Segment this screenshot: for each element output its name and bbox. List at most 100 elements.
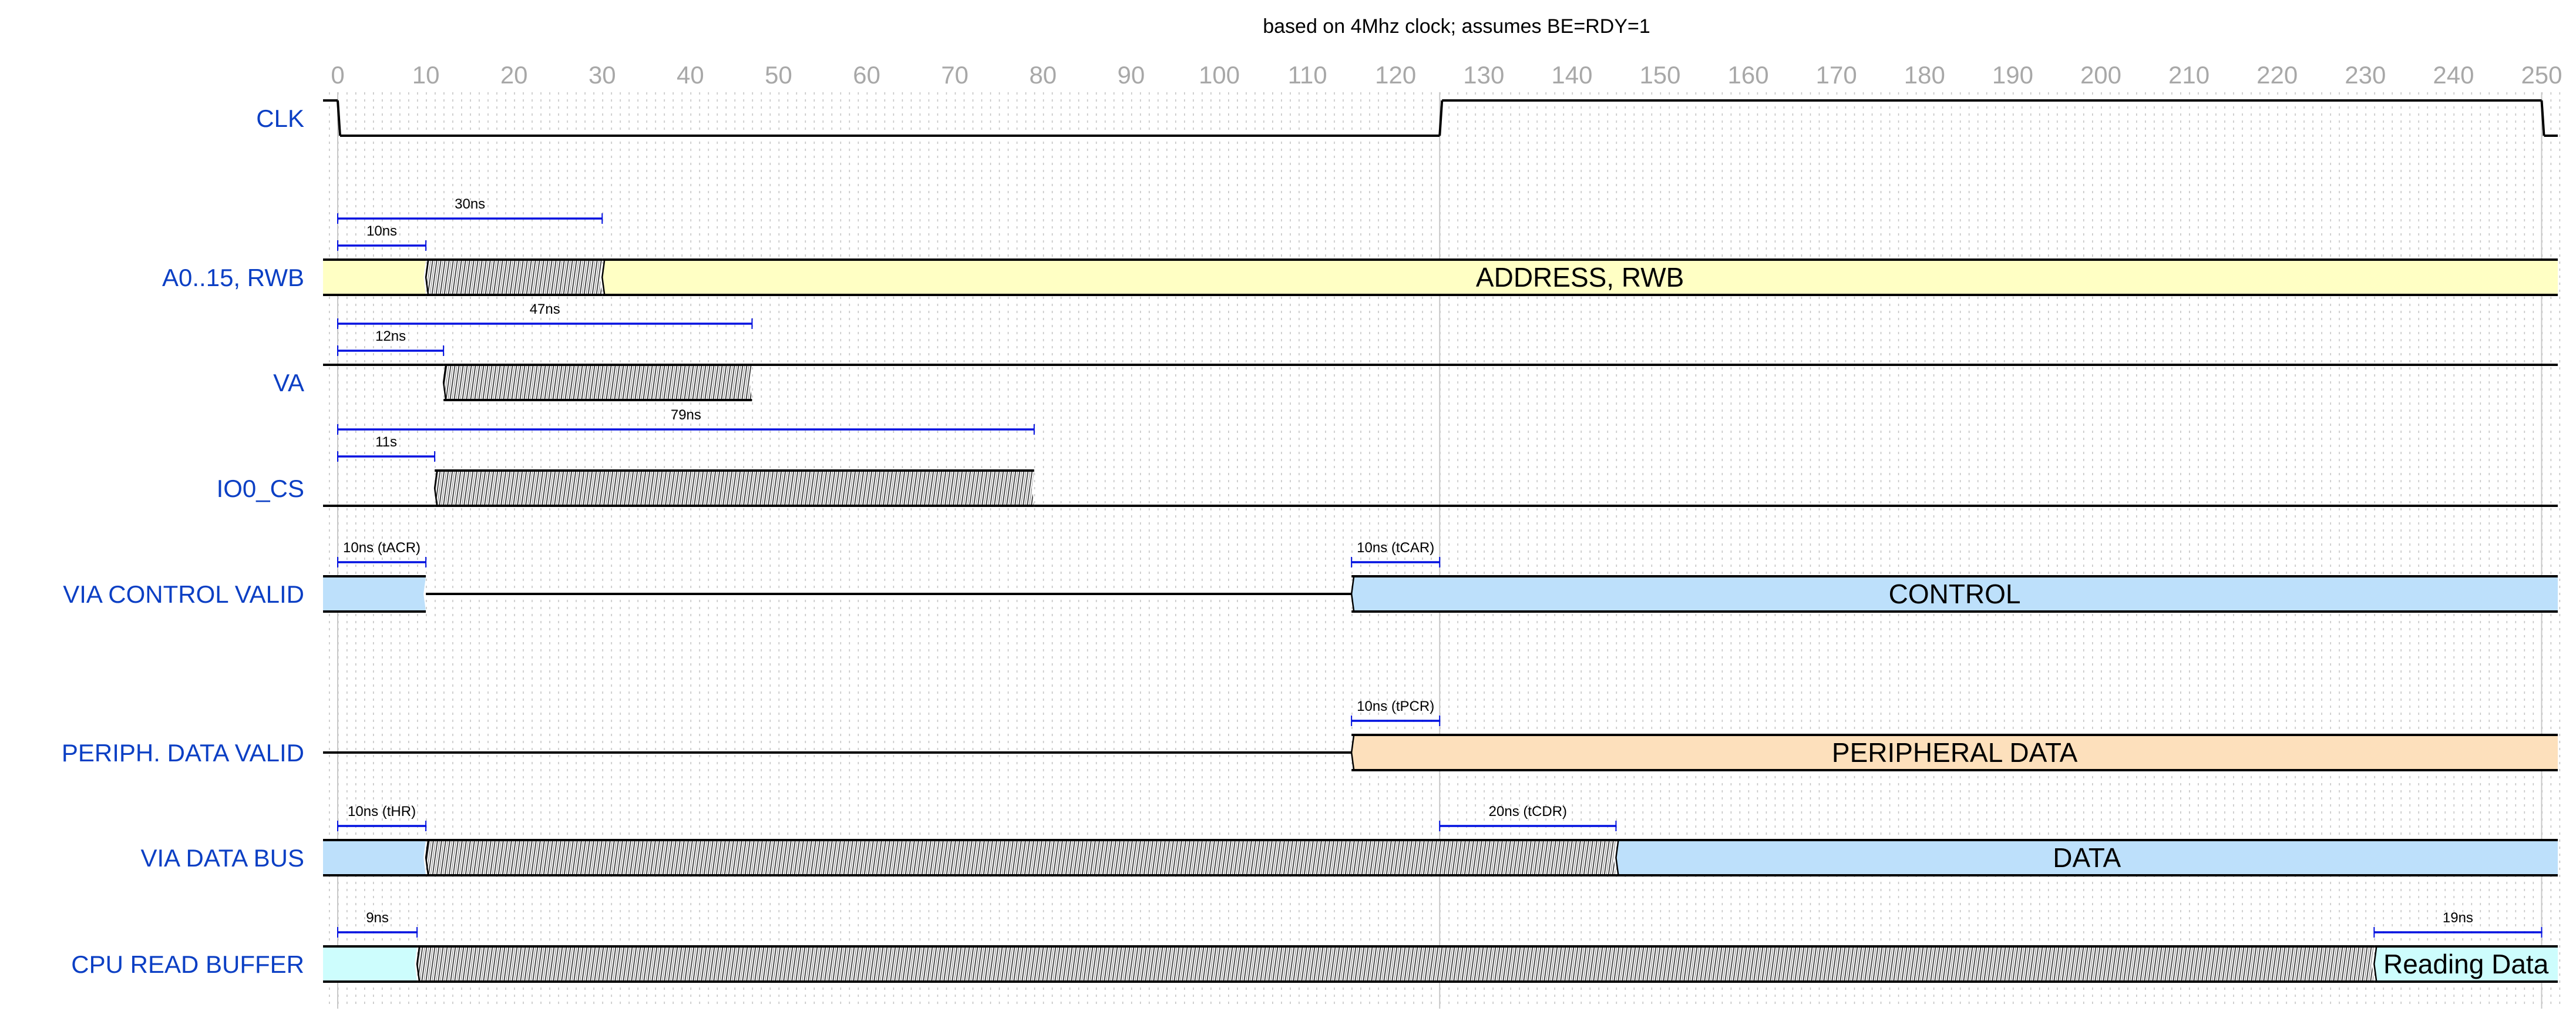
bus-label: DATA	[2053, 842, 2121, 873]
bus-segment	[1351, 576, 2558, 612]
tick-label: 50	[765, 61, 792, 89]
tick-label: 250	[2521, 61, 2562, 89]
timing-measure: 47ns	[337, 301, 753, 329]
signal-label: VA	[273, 369, 304, 397]
signal-label: VIA DATA BUS	[140, 844, 304, 872]
tick-label: 110	[1288, 61, 1327, 89]
measure-label: 10ns (tACR)	[343, 540, 421, 556]
measure-label: 79ns	[671, 407, 701, 423]
hatched-undefined-region	[417, 946, 2375, 982]
measure-label: 12ns	[375, 328, 406, 344]
tick-label: 120	[1375, 61, 1416, 89]
bus-segment	[323, 260, 426, 295]
signal-edge	[337, 100, 341, 136]
measure-label: 20ns (tCDR)	[1489, 804, 1567, 820]
signal-label: CLK	[256, 105, 304, 132]
tick-label: 70	[941, 61, 968, 89]
tick-label: 220	[2256, 61, 2298, 89]
signal-row: IO0_CS 79ns 11s	[217, 407, 2558, 507]
timing-measure: 12ns	[337, 328, 445, 356]
bus-transition-edge	[1350, 576, 1355, 612]
signal-row: CLK	[256, 99, 2558, 137]
measure-label: 10ns (tHR)	[348, 804, 416, 820]
bus-transition-edge	[425, 839, 429, 876]
tick-label: 0	[331, 61, 344, 89]
tick-label: 90	[1118, 61, 1145, 89]
timing-measure: 10ns (tPCR)	[1351, 698, 1441, 726]
tick-label: 60	[853, 61, 880, 89]
tick-label: 200	[2080, 61, 2121, 89]
bus-segment	[323, 840, 426, 875]
timing-measure: 11s	[337, 434, 436, 462]
measure-label: 11s	[375, 434, 397, 450]
tick-label: 140	[1551, 61, 1592, 89]
bus-segment	[1351, 735, 2558, 770]
bus-label: PERIPHERAL DATA	[1832, 737, 2078, 768]
signal-label: IO0_CS	[217, 475, 304, 502]
timing-measure: 10ns (tCAR)	[1351, 540, 1441, 567]
measure-label: 30ns	[455, 196, 485, 212]
measure-label: 10ns (tPCR)	[1357, 698, 1434, 714]
tick-label: 80	[1029, 61, 1057, 89]
signal-row: VIA CONTROL VALID CONTROL 10ns (tACR) 10ns …	[63, 540, 2558, 613]
tick-label: 190	[1992, 61, 2033, 89]
tick-label: 100	[1199, 61, 1240, 89]
timing-measure: 19ns	[2373, 910, 2543, 938]
measure-label: 19ns	[2443, 910, 2473, 926]
bus-transition-edge	[442, 364, 447, 401]
bus-transition-edge	[601, 259, 606, 295]
signal-label: CPU READ BUFFER	[71, 951, 304, 978]
signal-edge	[2540, 100, 2545, 136]
hatched-undefined-region	[426, 260, 603, 295]
signal-label: PERIPH. DATA VALID	[62, 739, 304, 767]
bus-label: ADDRESS, RWB	[1476, 262, 1684, 293]
tick-label: 10	[412, 61, 440, 89]
signal-label: A0..15, RWB	[162, 264, 304, 291]
x-axis-ticks: 0 10 20 30 40 50 60 70 80 90 100 110 120 130 140 150 160…	[331, 61, 2562, 89]
tick-label: 150	[1639, 61, 1680, 89]
bus-transition-edge	[1615, 839, 1619, 876]
timing-measure: 10ns (tACR)	[337, 540, 427, 567]
measure-label: 47ns	[530, 301, 560, 317]
tick-label: 160	[1728, 61, 1769, 89]
tick-label: 170	[1816, 61, 1857, 89]
hatched-undefined-region	[426, 840, 1616, 875]
chart-title: based on 4Mhz clock; assumes BE=RDY=1	[1263, 15, 1650, 38]
signal-row: A0..15, RWB ADDRESS, RWB 30ns 10ns	[162, 196, 2558, 296]
timing-measure: 79ns	[337, 407, 1035, 435]
bus-transition-edge	[2373, 946, 2377, 982]
tick-label: 20	[500, 61, 528, 89]
timing-measure: 10ns (tHR)	[337, 804, 427, 831]
signal-row: PERIPH. DATA VALID PERIPHERAL DATA 10ns (t…	[62, 698, 2558, 771]
measure-label: 9ns	[366, 910, 389, 926]
bus-transition-edge	[433, 470, 438, 506]
signal-row: VIA DATA BUS DATA 10ns (tHR) 20ns (tCDR)	[140, 804, 2558, 876]
hatched-undefined-region	[443, 365, 752, 400]
bus-segment	[323, 576, 426, 612]
timing-measure: 9ns	[337, 910, 418, 938]
measure-label: 10ns	[366, 223, 397, 239]
signal-label: VIA CONTROL VALID	[63, 580, 304, 608]
signal-edge	[1438, 100, 1444, 136]
bus-segment	[323, 946, 418, 982]
timing-measure: 20ns (tCDR)	[1439, 804, 1617, 831]
tick-label: 180	[1904, 61, 1945, 89]
tick-label: 230	[2345, 61, 2386, 89]
tick-label: 130	[1463, 61, 1504, 89]
bus-segment	[1616, 840, 2558, 875]
tick-label: 30	[588, 61, 616, 89]
bus-transition-edge	[416, 946, 421, 982]
bus-label: CONTROL	[1889, 579, 2021, 609]
measure-label: 10ns (tCAR)	[1357, 540, 1434, 556]
timing-measure: 10ns	[337, 223, 427, 251]
bus-segment	[602, 260, 2558, 295]
bus-transition-edge	[1350, 734, 1355, 771]
bus-label: Reading Data	[2383, 949, 2549, 979]
timing-measure: 30ns	[337, 196, 603, 224]
tick-label: 240	[2433, 61, 2474, 89]
hatched-undefined-region	[435, 471, 1034, 506]
tick-label: 40	[677, 61, 704, 89]
tick-label: 210	[2168, 61, 2210, 89]
bus-segment	[2374, 946, 2558, 982]
